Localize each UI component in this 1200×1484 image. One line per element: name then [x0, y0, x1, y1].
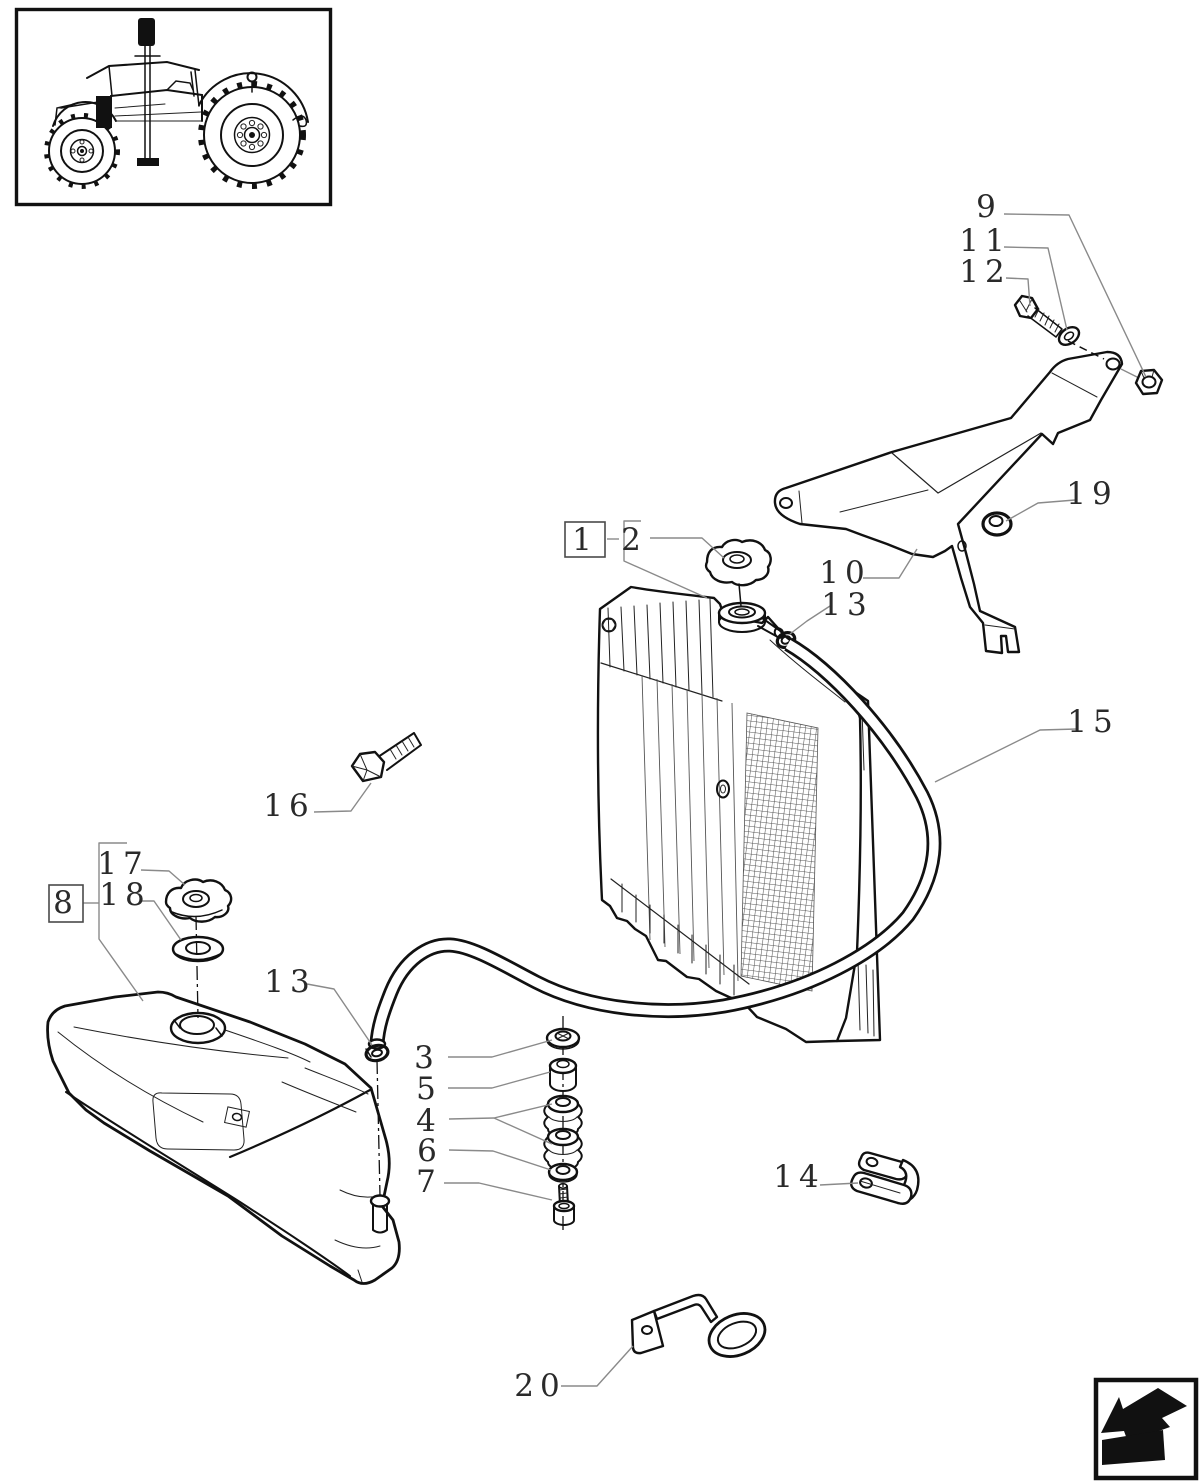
radiator-assembly: [596, 538, 882, 1044]
bolt-7: [552, 1183, 576, 1226]
leader-13-radiator: [789, 605, 831, 635]
callout-box-1: [564, 521, 606, 558]
callout-2: 2: [621, 522, 647, 558]
radiator-cap: [704, 538, 772, 607]
nav-return-button[interactable]: [1093, 1377, 1199, 1481]
tank-outlet-nipple: [369, 1194, 391, 1234]
expansion-tank-assembly: [46, 878, 401, 1285]
leader-9: [1003, 213, 1147, 378]
callout-20: 20: [514, 1368, 565, 1404]
expansion-tank: [46, 990, 401, 1285]
callout-13-radiator: 13: [821, 587, 872, 623]
leader-4a: [448, 1103, 553, 1120]
leader-18: [141, 900, 182, 941]
callout-14: 14: [773, 1159, 824, 1195]
hose-clamp-tank: [364, 1043, 390, 1063]
bushing-4-upper: [543, 1094, 583, 1138]
leader-6: [448, 1149, 552, 1171]
callout-15: 15: [1067, 704, 1118, 740]
overflow-hose: [364, 637, 942, 1063]
callout-7: 7: [416, 1164, 442, 1200]
leader-15: [934, 728, 1078, 783]
callout-16: 16: [263, 788, 314, 824]
hose-clip-14: [850, 1151, 920, 1205]
strap-bracket-20: [630, 1293, 767, 1358]
leader-14: [819, 1182, 859, 1186]
tank-mount-stack: [543, 1016, 583, 1232]
tank-cap-seal: [171, 935, 225, 963]
radiator-filler-neck: [717, 601, 785, 639]
tank-filler-neck: [169, 1011, 227, 1045]
leader-3: [448, 1039, 553, 1058]
callout-1: 1: [572, 522, 598, 558]
bracket-washer: [1057, 325, 1081, 347]
callout-9: 9: [976, 189, 1002, 225]
leader-10: [863, 548, 918, 579]
leader-11: [1003, 246, 1068, 331]
leader-1-radiator: [623, 520, 708, 599]
callout-12: 12: [959, 254, 1010, 290]
leader-4b: [493, 1117, 553, 1145]
callout-box-8: [48, 884, 84, 923]
callout-19: 19: [1066, 476, 1117, 512]
callout-4: 4: [416, 1103, 442, 1139]
radiator-support-bracket: [773, 350, 1124, 655]
washer-6: [547, 1162, 579, 1183]
leader-8-tank: [98, 842, 144, 1002]
tractor-thumbnail: [14, 7, 333, 207]
bracket-bushing: [981, 511, 1013, 537]
callouts: 1 2 3 5 4 6 7 8 9 10 11 12 13 13 14 15 1…: [48, 189, 1147, 1404]
leader-17: [140, 869, 186, 886]
leader-7: [444, 1182, 553, 1201]
spacer-5: [548, 1057, 578, 1092]
radiator-core: [740, 712, 819, 992]
bracket-nut: [1134, 368, 1164, 396]
return-arrow-icon: [1101, 1388, 1187, 1465]
callout-17: 17: [97, 846, 148, 882]
tank-cap: [164, 878, 233, 923]
leader-5: [448, 1071, 551, 1089]
callout-13-tank: 13: [264, 964, 315, 1000]
tractor-side-view-icon: [44, 18, 309, 189]
leader-13-tank: [306, 983, 373, 1046]
leader-2-cap: [650, 537, 725, 559]
washer-3: [545, 1027, 581, 1050]
callout-10: 10: [819, 555, 870, 591]
bracket-bolt: [1013, 294, 1063, 338]
callout-5: 5: [416, 1071, 442, 1107]
leader-20: [561, 1345, 634, 1387]
hex-bolt-16: [350, 732, 422, 783]
callout-8: 8: [53, 885, 79, 921]
callout-11: 11: [959, 223, 1010, 259]
leader-12: [1005, 277, 1031, 307]
callout-18: 18: [99, 877, 150, 913]
callout-6: 6: [417, 1133, 443, 1169]
upper-bracket-assembly: [773, 294, 1164, 655]
leader-16: [313, 782, 372, 813]
callout-3: 3: [414, 1040, 440, 1076]
leader-19: [1005, 499, 1076, 522]
